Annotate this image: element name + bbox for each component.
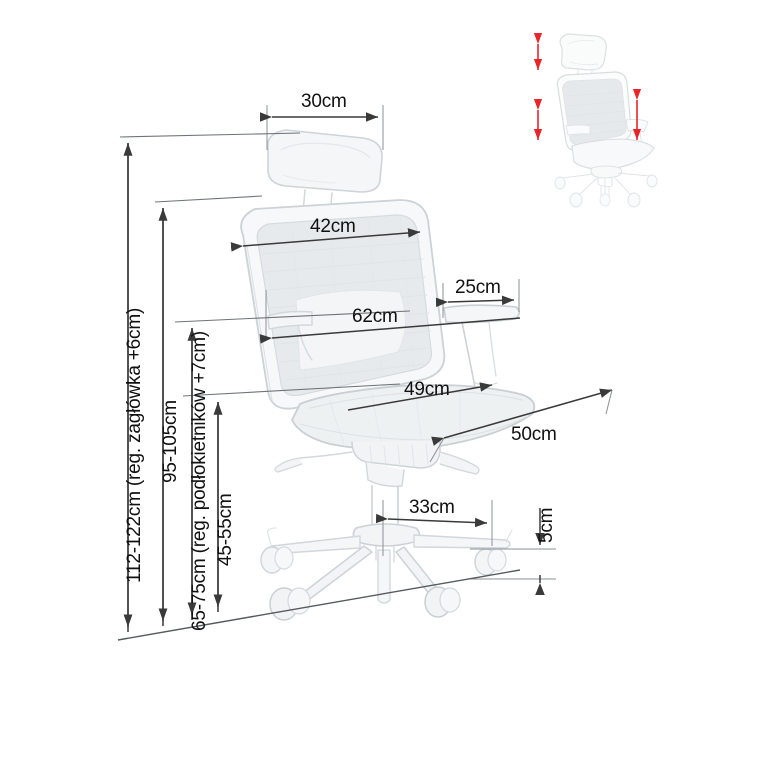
label-overall-width: 62cm [352, 306, 398, 327]
seat-mechanism [274, 439, 480, 488]
label-base-radius: 33cm [409, 497, 455, 518]
label-armrest-width: 25cm [455, 277, 501, 298]
label-seat-width: 49cm [404, 379, 450, 400]
chair-illustration [240, 129, 536, 621]
label-backrest-width: 42cm [310, 216, 356, 237]
label-total-height: 112-122cm (reg. zagłówka +6cm) [124, 307, 145, 583]
dimension-lines [117, 105, 613, 641]
reference-leaders [119, 132, 411, 397]
dim-caster-height [470, 508, 556, 595]
label-headrest-width: 30cm [301, 91, 347, 112]
dim-base-radius [375, 500, 493, 556]
label-armrest-height: 65-75cm (reg. podłokietników +7cm) [189, 331, 210, 631]
ground-line [117, 569, 521, 641]
label-back-height: 95-105cm [160, 400, 181, 483]
dim-headrest-width [260, 105, 384, 150]
headrest [267, 129, 383, 193]
dim-overall-width [259, 290, 521, 344]
label-caster-height: 5cm [536, 507, 557, 543]
label-seat-depth: 50cm [511, 424, 557, 445]
dim-armrest-width [435, 279, 520, 318]
thumbnail-adjust-arrows [533, 32, 642, 140]
label-seat-height: 45-55cm [215, 493, 236, 566]
dim-seat-depth [429, 388, 613, 463]
dim-backrest-width [230, 228, 421, 252]
backrest [240, 199, 446, 410]
adjustable-chair-thumbnail [533, 32, 658, 208]
